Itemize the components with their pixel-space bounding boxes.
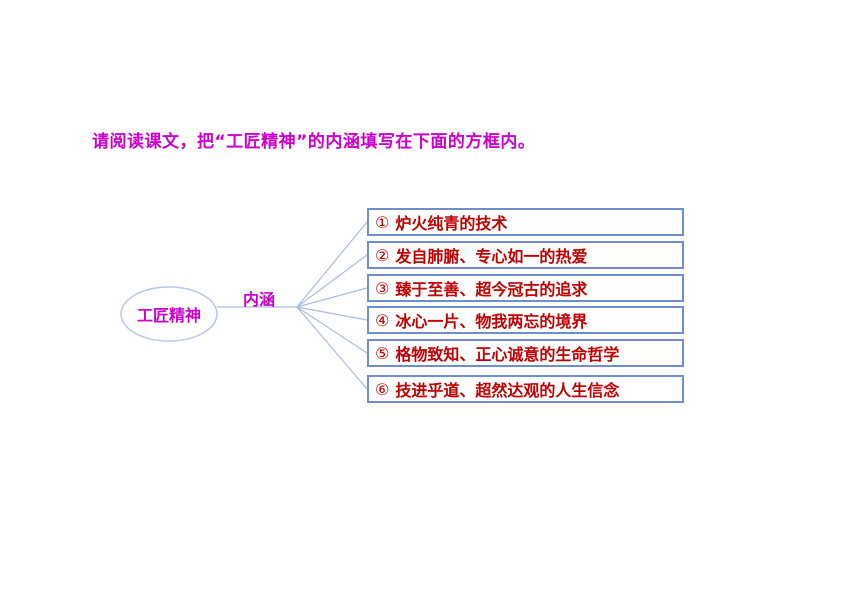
connector-1 — [296, 221, 368, 308]
meaning-box-5: ⑤ 格物致知、正心诚意的生命哲学 — [367, 339, 684, 367]
item-text: 发自肺腑、专心如一的热爱 — [395, 247, 588, 266]
meaning-box-6: ⑥ 技进乎道、超然达观的人生信念 — [367, 375, 684, 403]
connector-4 — [296, 306, 368, 321]
meaning-box-4: ④ 冰心一片、物我两忘的境界 — [367, 306, 684, 334]
item-text: 臻于至善、超今冠古的追求 — [395, 280, 588, 299]
item-number: ④ — [375, 310, 390, 330]
meaning-box-1: ① 炉火纯青的技术 — [367, 208, 684, 236]
instruction-text: 请阅读课文，把“工匠精神”的内涵填写在下面的方框内。 — [92, 132, 536, 152]
connector-3 — [296, 287, 368, 308]
center-node-ellipse — [120, 286, 218, 342]
item-number: ② — [375, 245, 390, 265]
meaning-box-3: ③ 臻于至善、超今冠古的追求 — [367, 274, 684, 302]
item-text: 炉火纯青的技术 — [395, 214, 508, 233]
item-text: 技进乎道、超然达观的人生信念 — [395, 381, 620, 400]
item-number: ③ — [375, 278, 390, 298]
item-text: 冰心一片、物我两忘的境界 — [395, 312, 588, 331]
center-node: 工匠精神 — [136, 306, 201, 325]
item-number: ⑤ — [375, 343, 390, 363]
item-number: ⑥ — [375, 379, 390, 399]
connector-5 — [296, 306, 368, 354]
connector-2 — [296, 254, 368, 308]
branch-label: 内涵 — [243, 290, 276, 309]
item-text: 格物致知、正心诚意的生命哲学 — [395, 345, 620, 364]
connector-6 — [296, 306, 368, 390]
meaning-box-2: ② 发自肺腑、专心如一的热爱 — [367, 241, 684, 269]
item-number: ① — [375, 212, 390, 232]
